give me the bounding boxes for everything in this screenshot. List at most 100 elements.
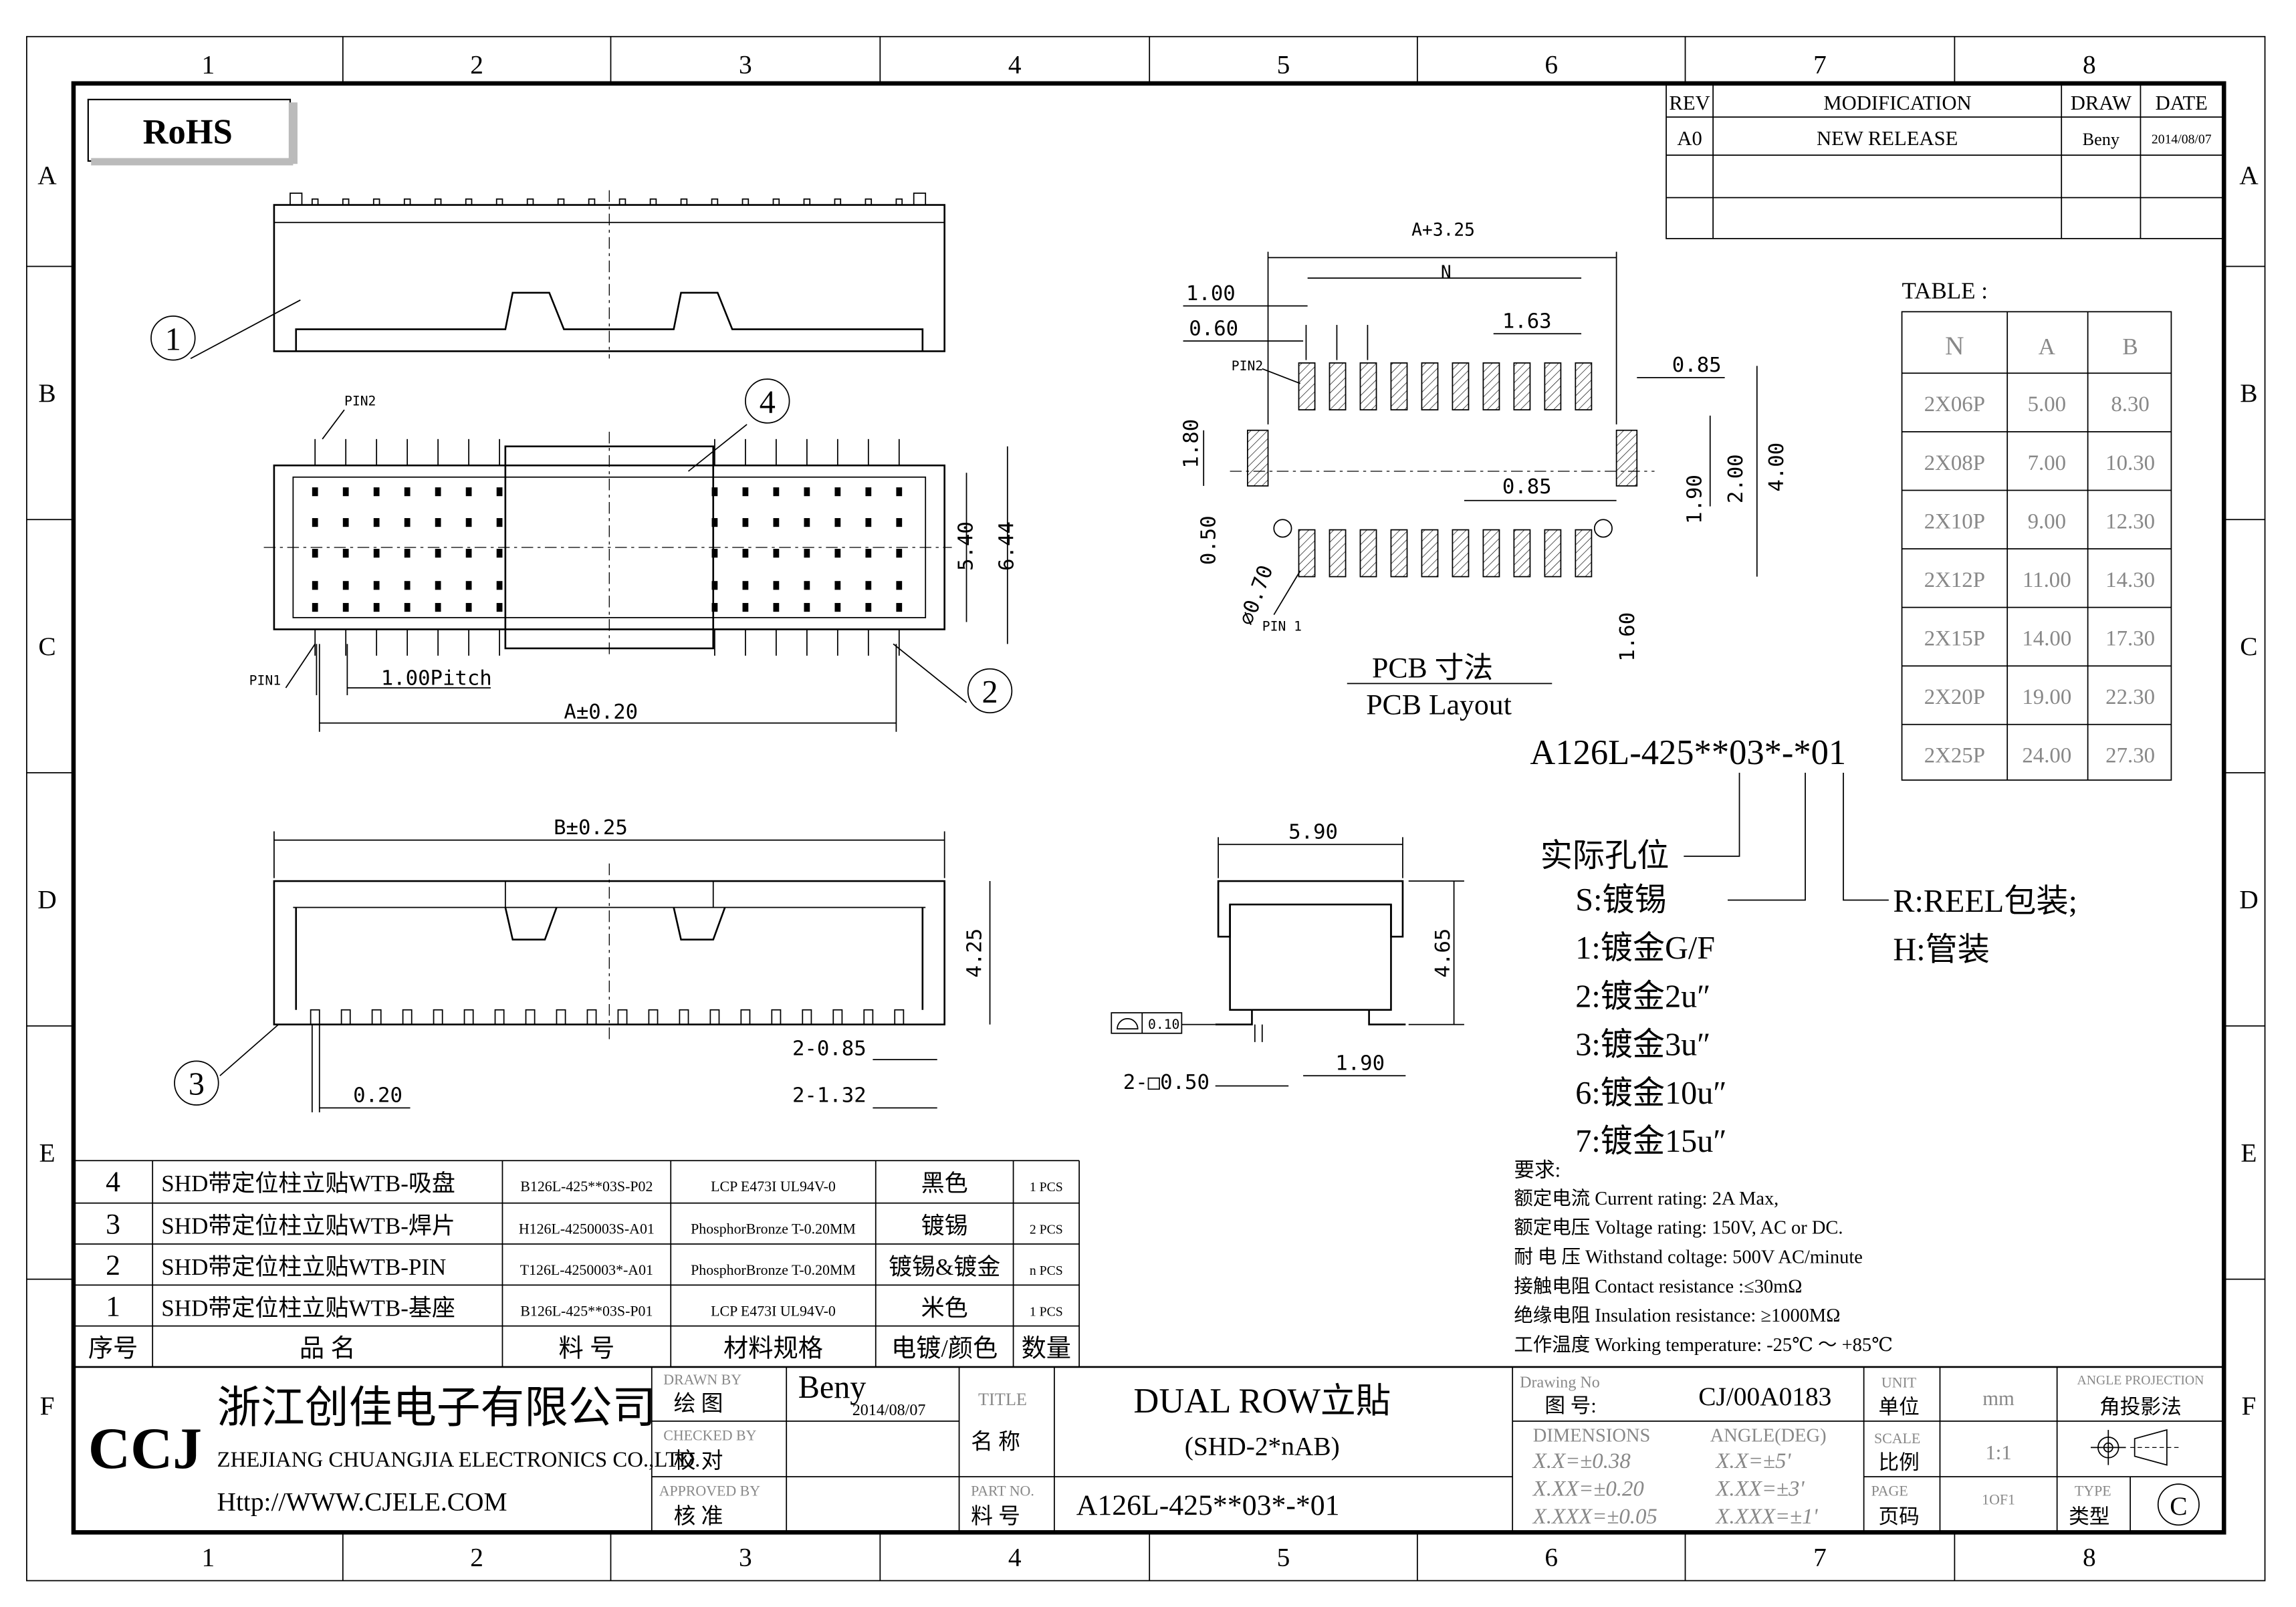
pin-tip xyxy=(372,198,380,206)
pin-foot xyxy=(832,1009,843,1025)
pin-tip xyxy=(434,198,442,206)
bom-cell: PhosphorBronze T-0.20MM xyxy=(691,1261,856,1278)
b-dimension: B±0.25 xyxy=(554,816,628,840)
pin2-label: PIN2 xyxy=(344,393,376,408)
callout-4: 4 xyxy=(760,384,776,420)
height-465-dim: 4.65 xyxy=(1431,929,1455,978)
contact xyxy=(465,603,472,612)
contact xyxy=(342,549,349,558)
contact xyxy=(742,487,749,497)
grid-col-label-bottom: 1 xyxy=(202,1543,215,1572)
grid-col-label-bottom: 2 xyxy=(470,1543,483,1572)
contact xyxy=(896,487,903,497)
contact xyxy=(435,603,441,612)
contact xyxy=(711,518,718,527)
front-top-view: 1 xyxy=(150,190,945,361)
size-table-cell: 22.30 xyxy=(2105,685,2155,709)
pcb-pad xyxy=(1452,362,1470,410)
contact xyxy=(804,603,810,612)
contact xyxy=(711,549,718,558)
grid-col-label-top: 5 xyxy=(1277,49,1290,79)
pin-foot xyxy=(586,1009,597,1025)
flatness-tolerance: 0.10 xyxy=(1148,1017,1179,1032)
pcb-160-dim: 1.60 xyxy=(1616,612,1639,662)
bom-header: 序号 xyxy=(88,1335,138,1363)
grid-col-label-bottom: 6 xyxy=(1544,1543,1558,1572)
bom-cell: B126L-425**03S-P02 xyxy=(520,1178,653,1195)
size-table-cell: 9.00 xyxy=(2028,509,2066,533)
pcb-085-top: 0.85 xyxy=(1672,354,1722,377)
pin-tip xyxy=(342,198,350,206)
grid-row-label-left: F xyxy=(40,1391,55,1420)
bom-header: 品 名 xyxy=(300,1335,356,1363)
pcb-pad xyxy=(1359,529,1377,578)
pin-tip xyxy=(741,198,750,206)
contact xyxy=(742,518,749,527)
pin-tip xyxy=(895,198,903,206)
scale-en: SCALE xyxy=(1874,1430,1920,1447)
rev-value: A0 xyxy=(1677,127,1702,150)
contact xyxy=(834,487,841,497)
bom-cell: 黑色 xyxy=(921,1170,968,1197)
contact xyxy=(496,518,503,527)
pcb-pin1-label: PIN 1 xyxy=(1262,619,1302,634)
contact xyxy=(312,549,318,558)
requirement-item: 接触电阻 Contact resistance :≤30mΩ xyxy=(1514,1275,1802,1297)
size-table-cell: 2X10P xyxy=(1924,509,1985,533)
plating-option: 2:镀金2u″ xyxy=(1575,979,1710,1014)
projection-symbol-icon xyxy=(2090,1429,2182,1466)
size-table-cell: 2X20P xyxy=(1924,685,1985,709)
drawn-by-en: DRAWN BY xyxy=(663,1371,741,1388)
bom-cell: SHD带定位柱立贴WTB-基座 xyxy=(161,1295,455,1321)
unit-cn: 单位 xyxy=(1879,1396,1920,1418)
requirement-item: 额定电压 Voltage rating: 150V, AC or DC. xyxy=(1514,1217,1843,1239)
contact xyxy=(865,487,872,497)
bom-cell: n PCS xyxy=(1030,1263,1063,1278)
end-view: 5.90 4.65 0.10 2-□0.50 1.90 xyxy=(1111,821,1464,1094)
company-name-cn: 浙江创佳电子有限公司 xyxy=(217,1384,657,1433)
contact xyxy=(496,487,503,497)
bom-cell: SHD带定位柱立贴WTB-PIN xyxy=(161,1254,446,1280)
size-table-cell: 2X15P xyxy=(1924,627,1985,651)
dim-2-132: 2-1.32 xyxy=(792,1084,867,1108)
contact xyxy=(465,487,472,497)
contact xyxy=(465,581,472,590)
dimension-tolerance: X.XXX=±0.05 xyxy=(1532,1505,1657,1529)
packing-tube: H:管装 xyxy=(1893,932,1989,967)
pcb-pad xyxy=(1298,362,1316,410)
bom-cell: SHD带定位柱立贴WTB-吸盘 xyxy=(161,1170,455,1197)
approved-by-en: APPROVED BY xyxy=(659,1483,761,1499)
contact xyxy=(804,518,810,527)
size-col-a: A xyxy=(2039,334,2056,360)
grid-col-label-bottom: 3 xyxy=(739,1543,752,1572)
bom-cell: B126L-425**03S-P01 xyxy=(520,1302,653,1319)
pin-foot xyxy=(463,1009,474,1025)
pcb-pad xyxy=(1513,529,1531,578)
contact xyxy=(496,603,503,612)
pcb-pad xyxy=(1390,529,1408,578)
company-logo: CCJ xyxy=(88,1416,202,1481)
contact xyxy=(373,603,380,612)
drawing-no-en: Drawing No xyxy=(1520,1374,1600,1392)
packing-reel: R:REEL包装; xyxy=(1893,884,2077,919)
grid-col-label-top: 3 xyxy=(739,49,752,79)
bom-cell: 3 xyxy=(106,1209,120,1241)
contact xyxy=(342,518,349,527)
contact xyxy=(373,487,380,497)
pcb-050-dim: 0.50 xyxy=(1197,515,1221,565)
pcb-400-dim: 4.00 xyxy=(1765,443,1789,492)
contact xyxy=(896,603,903,612)
rohs-badge: RoHS xyxy=(87,98,298,166)
pcb-pad xyxy=(1329,362,1347,410)
pcb-title-cn: PCB 寸法 xyxy=(1372,652,1493,685)
company-name-en: ZHEJIANG CHUANGJIA ELECTRONICS CO.,LTD. xyxy=(217,1448,701,1472)
pin-tip xyxy=(588,198,596,206)
grid-col-label-top: 7 xyxy=(1813,49,1827,79)
unit-value: mm xyxy=(1982,1387,2015,1410)
pin-foot xyxy=(894,1009,905,1025)
contact xyxy=(342,603,349,612)
height-644-dim: 6.44 xyxy=(996,521,1019,571)
plating-option: 1:镀金G/F xyxy=(1575,931,1715,966)
